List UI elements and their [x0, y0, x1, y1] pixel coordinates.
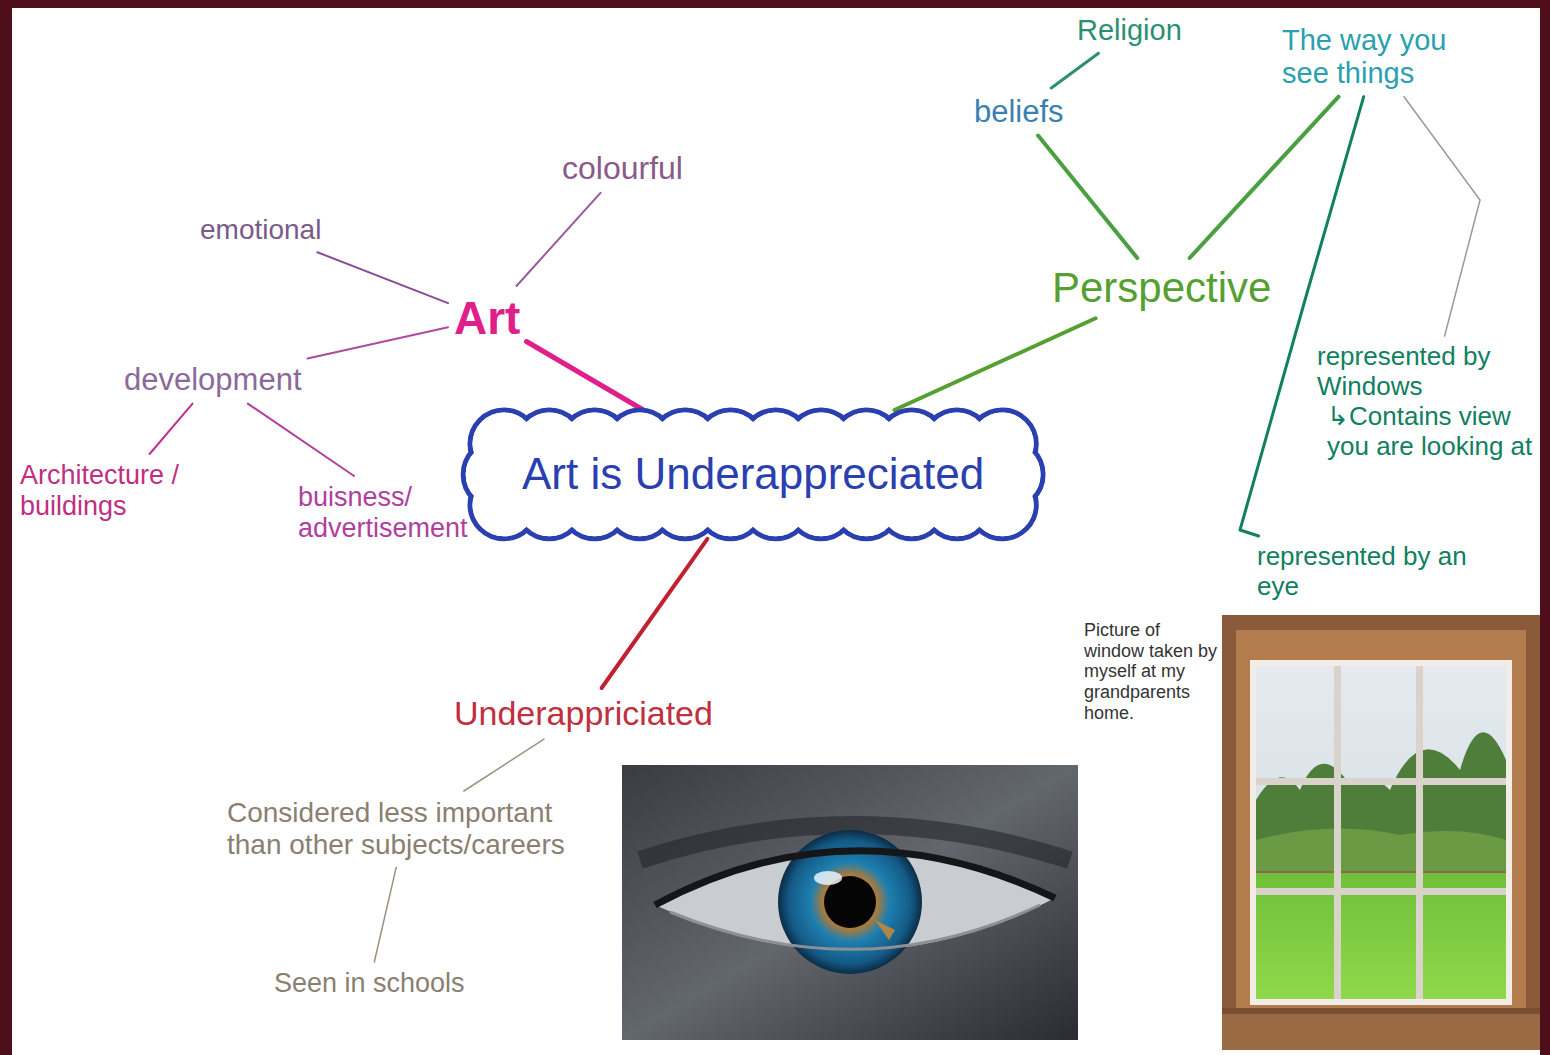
- window-photo-part: [1222, 1008, 1540, 1050]
- photo-caption: Picture of window taken by myself at my …: [1082, 618, 1220, 725]
- node-text: represented by Windows: [1317, 342, 1538, 402]
- window-photo-part: [1222, 1008, 1540, 1014]
- window-photo-part: [1250, 660, 1512, 1005]
- sub-word: The way you see things: [1280, 22, 1470, 93]
- paper-sheet: [12, 8, 1540, 1055]
- branch-line: [1240, 97, 1364, 536]
- window-photo-part: [1222, 615, 1540, 1050]
- window-photo-part: [1256, 732, 1506, 880]
- branch-line: [464, 739, 544, 791]
- branch-word: Underappriciated: [452, 692, 715, 735]
- branch-line: [150, 404, 193, 454]
- node-text: Architecture / buildings: [20, 460, 216, 522]
- window-photo-part: [1334, 666, 1341, 999]
- eye-photo-part: [655, 851, 1055, 905]
- branch-word: Art: [452, 290, 522, 347]
- branch-line: [374, 867, 396, 962]
- caption-text: Picture of window taken by myself at my …: [1084, 620, 1218, 723]
- node-text: Underappriciated: [454, 694, 713, 733]
- branch-line: [1404, 97, 1480, 336]
- sub-word: Architecture / buildings: [18, 458, 218, 524]
- window-photo-part: [1256, 829, 1506, 880]
- node-text: Art: [454, 292, 520, 345]
- node-text: beliefs: [974, 94, 1064, 130]
- node-text: Seen in schools: [274, 968, 465, 999]
- cloud-bumps: [463, 410, 1043, 539]
- window-photo-part: [1256, 888, 1506, 895]
- sub-word: colourful: [560, 148, 685, 189]
- branch-line: [527, 342, 644, 411]
- eye-photo-part: [622, 765, 1078, 1040]
- branch-line: [602, 539, 708, 688]
- node-text: colourful: [562, 150, 683, 187]
- note-word: represented by Windows↳Contains view you…: [1315, 340, 1540, 464]
- node-text: Perspective: [1052, 264, 1271, 312]
- note-word: represented by an eye: [1255, 540, 1485, 604]
- sub-word: beliefs: [972, 92, 1066, 132]
- window-photo-part: [1256, 778, 1506, 785]
- branch-word: Perspective: [1050, 262, 1273, 314]
- eye-photo-part: [875, 920, 895, 940]
- node-text: Art is Underappreciated: [522, 448, 984, 501]
- note-word: Considered less important than other sub…: [225, 795, 585, 863]
- central-cloud: Art is Underappreciated: [470, 410, 1036, 539]
- eye-photo-part: [814, 871, 842, 885]
- note-word: Seen in schools: [272, 966, 467, 1001]
- window-photo-part: [1416, 666, 1423, 999]
- window-photo-part: [1256, 666, 1506, 999]
- branch-line: [1051, 53, 1098, 88]
- branch-line: [248, 404, 354, 476]
- window-photo: [1222, 615, 1540, 1050]
- sub-word: development: [122, 360, 304, 400]
- sub-word: Religion: [1075, 12, 1184, 49]
- node-subtext: ↳Contains view you are looking at: [1327, 402, 1538, 462]
- window-photo-part: [1256, 871, 1506, 873]
- branch-line: [308, 327, 449, 358]
- eye-photo-part: [670, 905, 1040, 949]
- branch-line: [317, 252, 448, 303]
- window-photo-part: [1256, 872, 1506, 999]
- branch-line: [1190, 97, 1339, 258]
- sub-word: emotional: [198, 212, 323, 248]
- node-text: represented by an eye: [1257, 542, 1483, 602]
- branch-line: [1038, 136, 1137, 258]
- window-photo-part: [1236, 630, 1526, 1025]
- node-text: The way you see things: [1282, 24, 1468, 91]
- node-text: emotional: [200, 214, 321, 246]
- sub-word: buisness/ advertisement: [296, 480, 521, 546]
- node-text: development: [124, 362, 302, 398]
- branch-line: [517, 193, 601, 286]
- cloud-fill: [466, 413, 1041, 537]
- cloud-core: [504, 444, 1002, 505]
- node-text: buisness/ advertisement: [298, 482, 519, 544]
- node-text: Religion: [1077, 14, 1182, 47]
- branch-line: [894, 318, 1095, 410]
- node-text: Considered less important than other sub…: [227, 797, 583, 861]
- eye-photo: [622, 765, 1078, 1040]
